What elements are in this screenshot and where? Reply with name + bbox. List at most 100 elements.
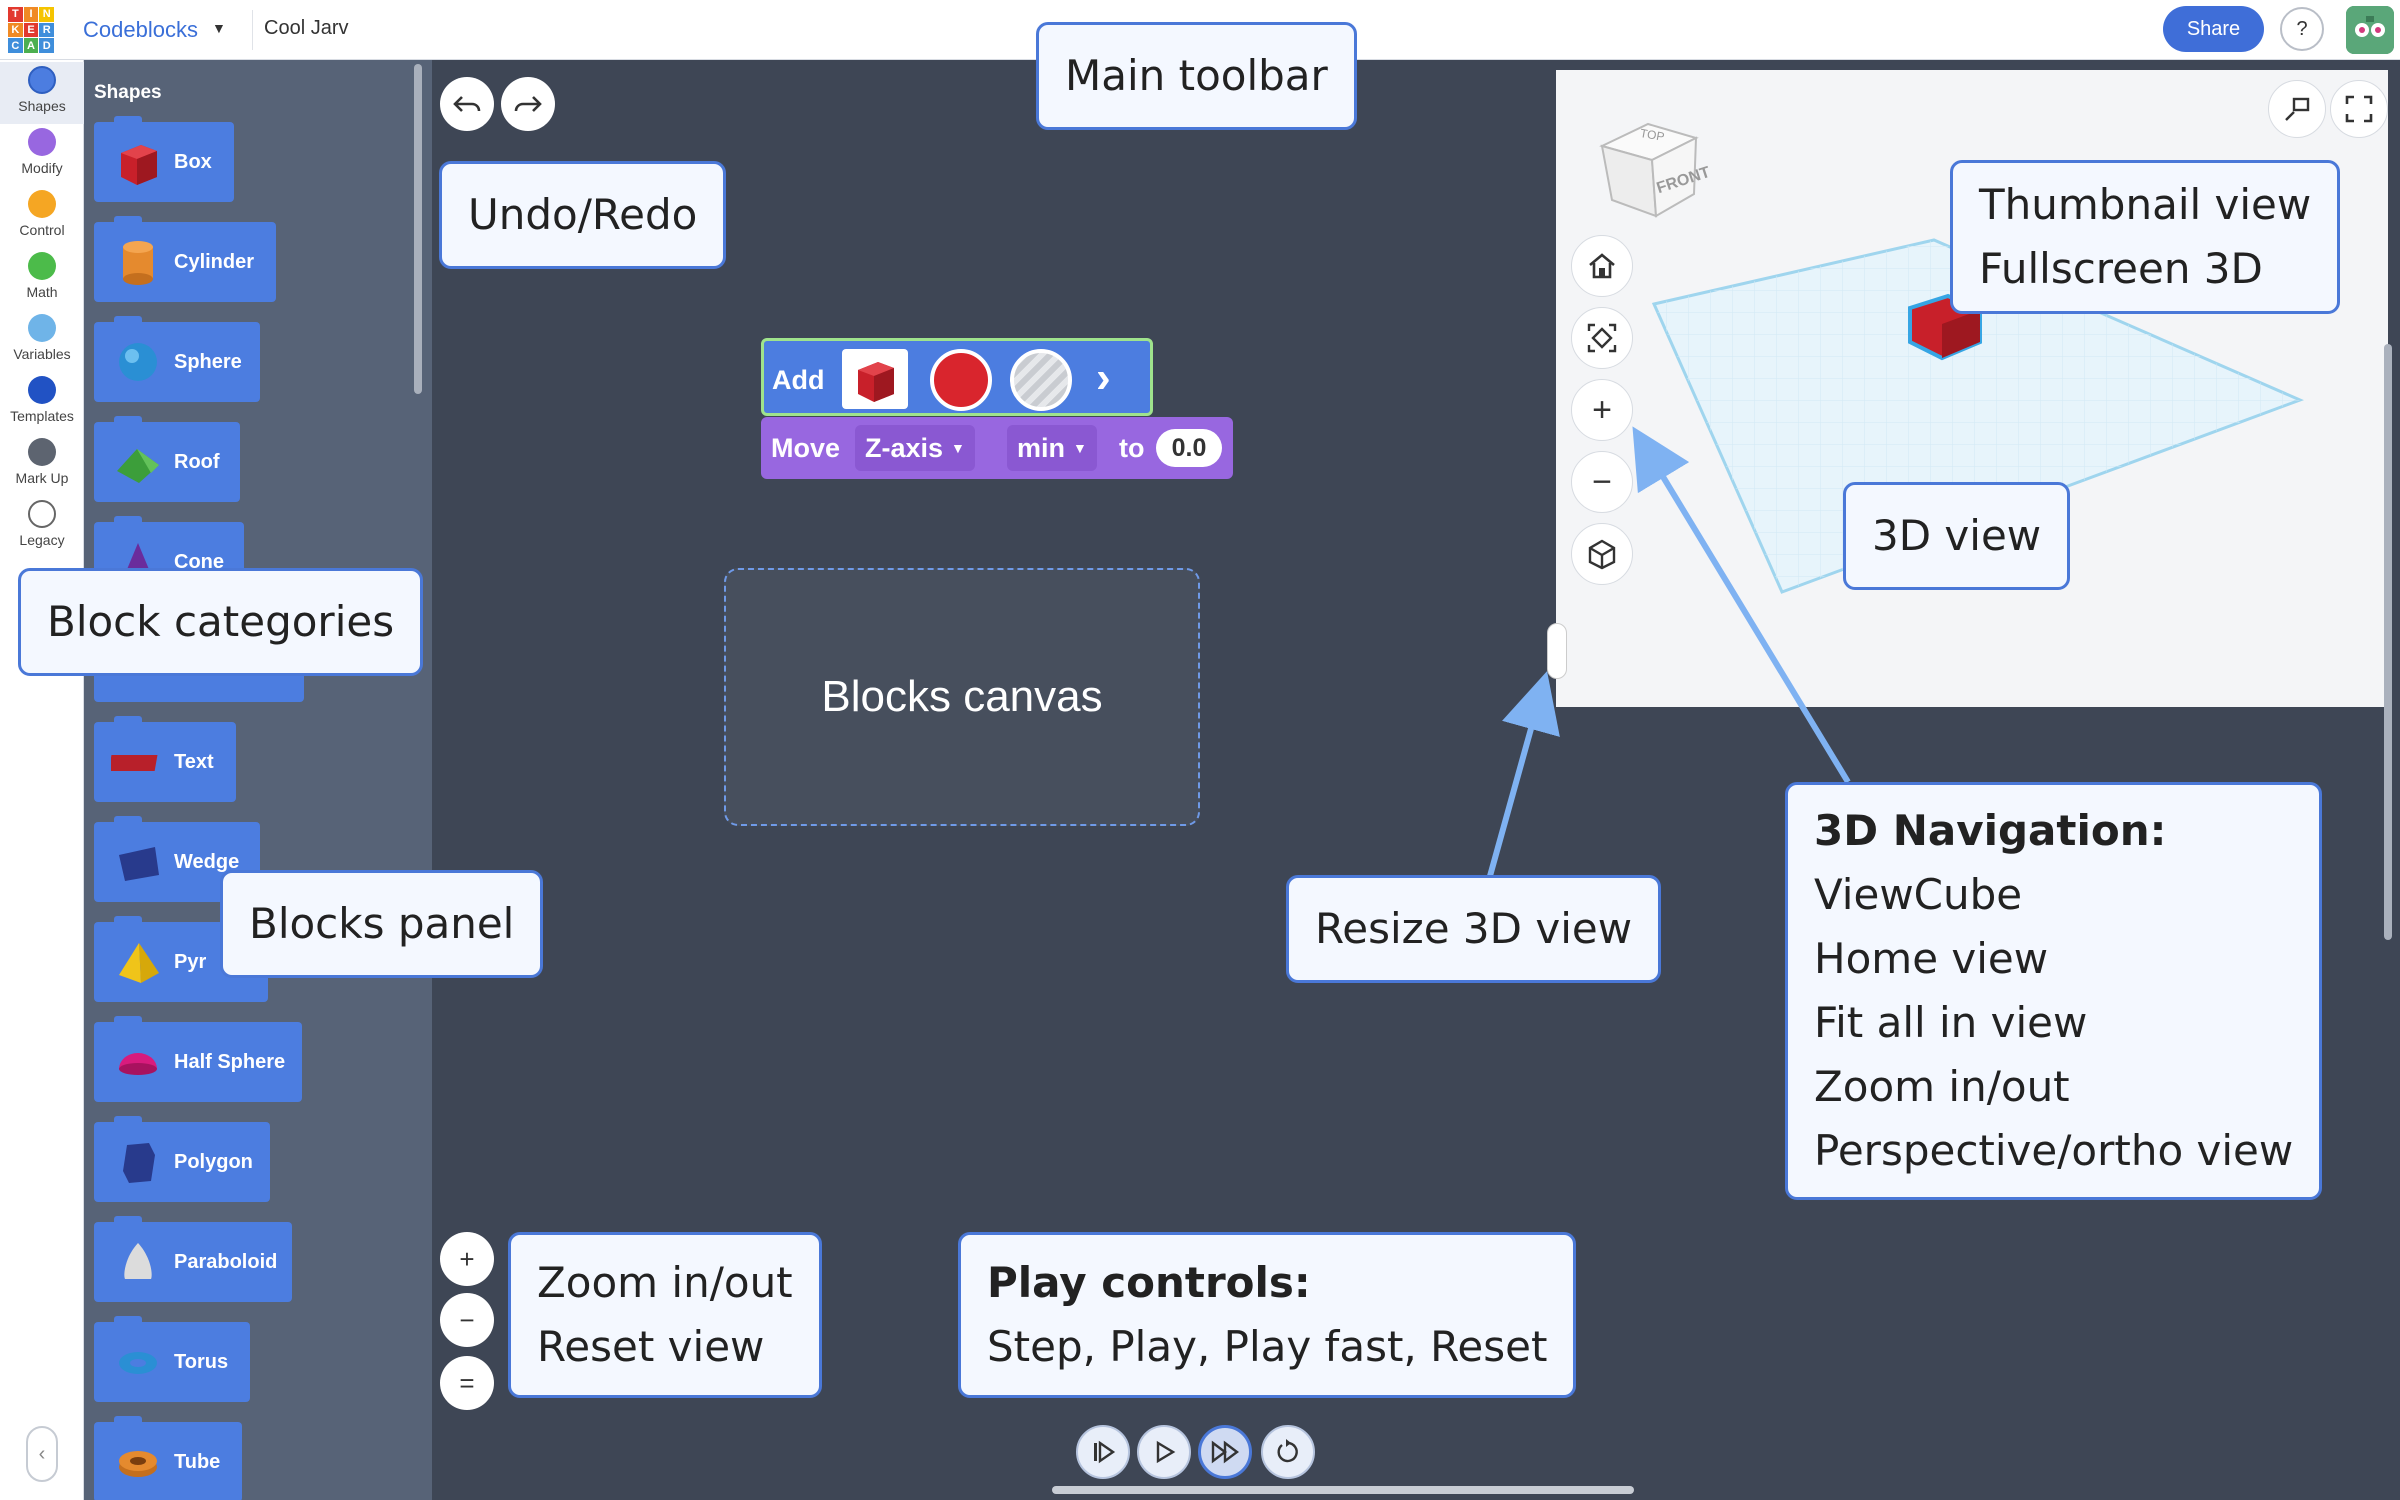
- callout-text: Blocks panel: [249, 899, 515, 948]
- shape-label: Box: [174, 150, 212, 173]
- variables-category-icon: [28, 314, 56, 342]
- play-button[interactable]: [1137, 1425, 1191, 1479]
- shape-block-text[interactable]: Text: [94, 716, 236, 802]
- vertical-scrollbar[interactable]: [2384, 344, 2392, 940]
- templates-category-icon: [28, 376, 56, 404]
- 3d-zoom-in-button[interactable]: +: [1571, 379, 1633, 441]
- thumbnail-view-button[interactable]: [2268, 80, 2326, 138]
- callout-text: Perspective/ortho view: [1814, 1126, 2294, 1175]
- collapse-panel-button[interactable]: ‹: [26, 1426, 58, 1482]
- category-label: Templates: [10, 408, 74, 424]
- hole-swatch[interactable]: [1010, 349, 1072, 411]
- play-fast-button[interactable]: [1198, 1425, 1252, 1479]
- category-templates[interactable]: Templates: [0, 372, 84, 434]
- color-swatch[interactable]: [930, 349, 992, 411]
- home-view-button[interactable]: [1571, 235, 1633, 297]
- divider: [252, 10, 253, 50]
- shape-block-torus[interactable]: Torus: [94, 1316, 250, 1402]
- category-label: Modify: [21, 160, 63, 176]
- category-modify[interactable]: Modify: [0, 124, 84, 186]
- panel-title: Shapes: [94, 82, 162, 103]
- move-block[interactable]: Move Z-axis ▼ min ▼ to 0.0: [761, 417, 1233, 479]
- shape-block-roof[interactable]: Roof: [94, 416, 240, 502]
- shape-block-half-sphere[interactable]: Half Sphere: [94, 1016, 302, 1102]
- logo-letter: A: [23, 38, 39, 53]
- shape-block-cylinder[interactable]: Cylinder: [94, 216, 276, 302]
- plus-icon: +: [459, 1243, 475, 1274]
- category-variables[interactable]: Variables: [0, 310, 84, 372]
- category-label: Control: [19, 222, 65, 238]
- box-shape-icon: [110, 134, 166, 190]
- callout-text: Zoom in/out: [1814, 1062, 2070, 1111]
- category-math[interactable]: Math: [0, 248, 84, 310]
- callout-blocks-panel: Blocks panel: [220, 870, 544, 978]
- logo-letter: N: [39, 7, 54, 22]
- shape-block-paraboloid[interactable]: Paraboloid: [94, 1216, 292, 1302]
- to-label: to: [1119, 433, 1145, 463]
- callout-text: Thumbnail view: [1979, 180, 2312, 229]
- callout-text: Resize 3D view: [1315, 904, 1633, 953]
- callout-undo-redo: Undo/Redo: [439, 161, 727, 269]
- shape-label: Text: [174, 750, 214, 773]
- redo-icon: [514, 96, 542, 112]
- box-shape-icon[interactable]: [842, 349, 908, 409]
- avatar[interactable]: [2346, 6, 2394, 54]
- undo-icon: [453, 96, 481, 112]
- shape-block-polygon[interactable]: Polygon: [94, 1116, 270, 1202]
- add-shape-block[interactable]: Add ›: [761, 338, 1153, 416]
- fit-all-button[interactable]: [1571, 307, 1633, 369]
- shape-label: Polygon: [174, 1150, 253, 1173]
- category-label: Mark Up: [15, 470, 69, 486]
- undo-button[interactable]: [440, 77, 494, 131]
- help-button[interactable]: ?: [2280, 7, 2324, 51]
- amount-input[interactable]: 0.0: [1156, 429, 1222, 467]
- reset-button[interactable]: [1261, 1425, 1315, 1479]
- axis-dropdown[interactable]: Z-axis ▼: [855, 425, 975, 471]
- play-icon: [1156, 1440, 1176, 1464]
- shape-label: Tube: [174, 1450, 221, 1473]
- fit-view-icon: [1587, 323, 1617, 353]
- reset-view-button[interactable]: =: [440, 1356, 494, 1410]
- category-control[interactable]: Control: [0, 186, 84, 248]
- category-legacy[interactable]: Legacy: [0, 496, 84, 558]
- 3d-zoom-out-button[interactable]: −: [1571, 451, 1633, 513]
- shape-label: Torus: [174, 1350, 229, 1373]
- design-name-field[interactable]: Cool Jarv: [264, 17, 349, 39]
- step-button[interactable]: [1076, 1425, 1130, 1479]
- move-block-label: Move: [771, 433, 841, 463]
- panel-scrollbar[interactable]: [414, 64, 422, 394]
- polygon-shape-icon: [110, 1134, 166, 1190]
- shape-label: Cylinder: [174, 250, 255, 273]
- shape-block-sphere[interactable]: Sphere: [94, 316, 260, 402]
- tinkercad-logo[interactable]: T I N K E R C A D: [8, 7, 54, 53]
- resize-3d-handle[interactable]: [1547, 623, 1567, 679]
- category-mark-up[interactable]: Mark Up: [0, 434, 84, 496]
- zoom-out-button[interactable]: −: [440, 1293, 494, 1347]
- chevron-down-icon[interactable]: ▼: [212, 20, 226, 36]
- chevron-right-icon[interactable]: ›: [1096, 353, 1111, 402]
- block-categories: Shapes Modify Control Math Variables Tem…: [0, 60, 84, 1500]
- callout-main-toolbar: Main toolbar: [1036, 22, 1357, 130]
- callout-text: Fit all in view: [1814, 998, 2088, 1047]
- horizontal-scrollbar[interactable]: [1052, 1486, 1634, 1494]
- control-category-icon: [28, 190, 56, 218]
- pyramid-shape-icon: [110, 934, 166, 990]
- app-switcher[interactable]: Codeblocks: [83, 17, 198, 42]
- category-shapes[interactable]: Shapes: [0, 62, 84, 124]
- share-button[interactable]: Share: [2163, 6, 2264, 52]
- category-label: Math: [26, 284, 58, 300]
- legacy-category-icon: [28, 500, 56, 528]
- perspective-toggle-button[interactable]: [1571, 523, 1633, 585]
- redo-button[interactable]: [501, 77, 555, 131]
- shape-block-box[interactable]: Box: [94, 116, 234, 202]
- mode-dropdown[interactable]: min ▼: [1007, 425, 1097, 471]
- shape-block-tube[interactable]: Tube: [94, 1416, 242, 1500]
- chevron-down-icon: ▼: [1073, 440, 1087, 456]
- zoom-in-button[interactable]: +: [440, 1232, 494, 1286]
- logo-letter: R: [39, 22, 54, 38]
- callout-text: Undo/Redo: [468, 190, 698, 239]
- viewcube[interactable]: TOP FRONT: [1592, 110, 1712, 220]
- fullscreen-button[interactable]: [2330, 80, 2388, 138]
- category-label: Variables: [13, 346, 71, 362]
- callout-text: ViewCube: [1814, 870, 2023, 919]
